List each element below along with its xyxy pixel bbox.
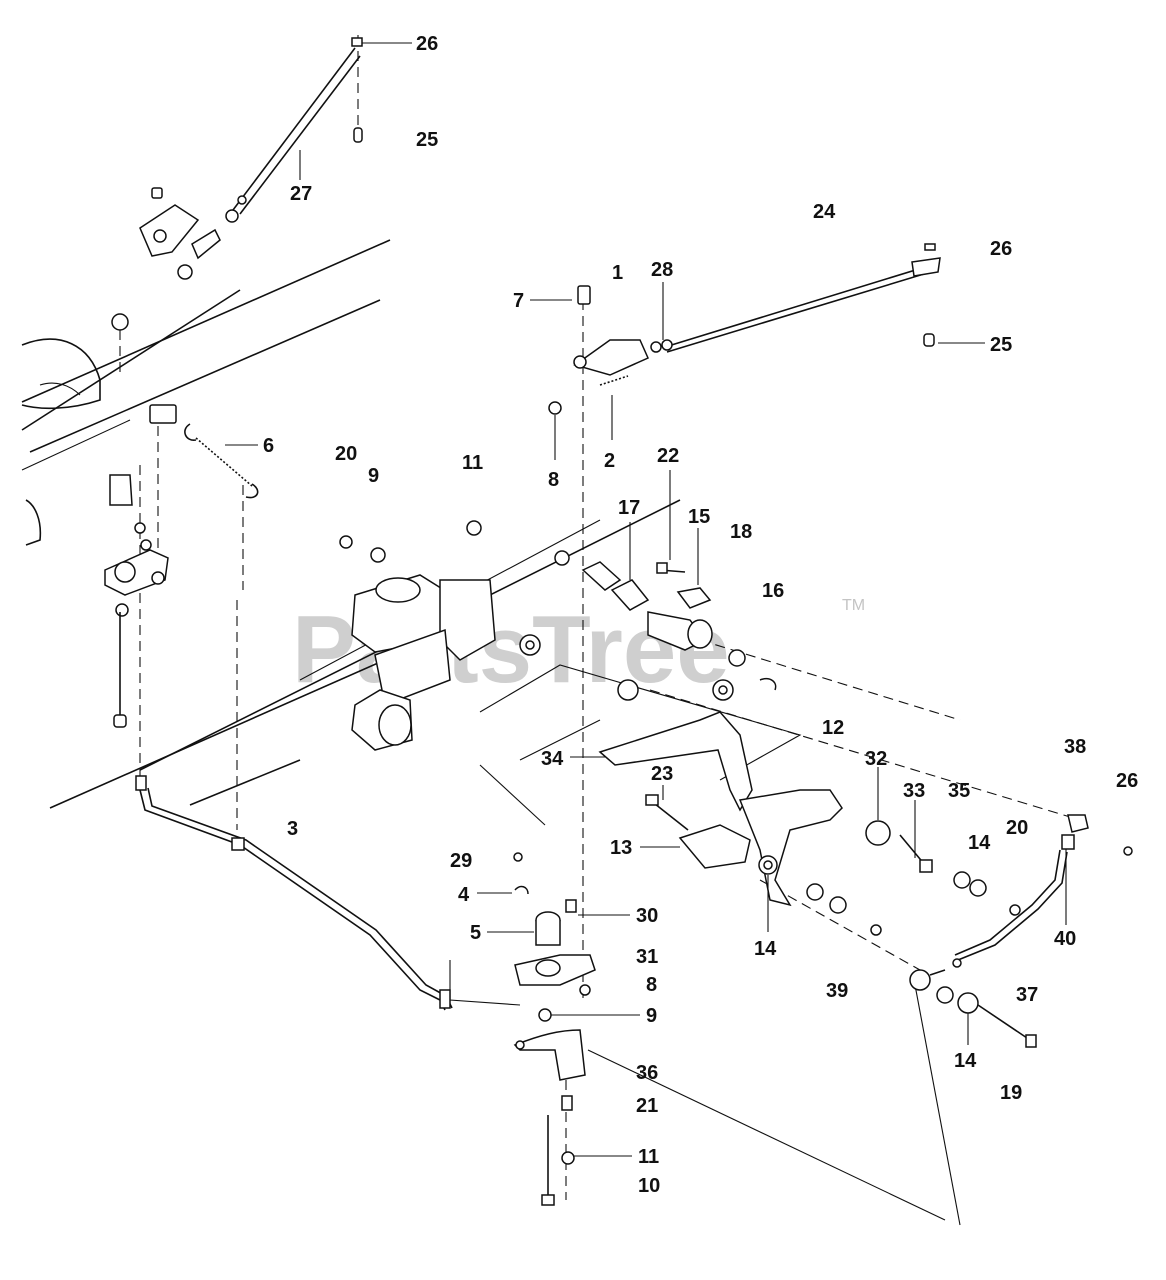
callout-4: 4 bbox=[458, 884, 470, 906]
callout-8-lower: 8 bbox=[646, 974, 657, 996]
callout-11-upper: 11 bbox=[462, 452, 483, 474]
callout-31: 31 bbox=[636, 946, 658, 968]
callout-37: 37 bbox=[1016, 984, 1038, 1006]
assembly-guides bbox=[119, 35, 1081, 1226]
callout-14-center: 14 bbox=[754, 938, 777, 960]
callout-25-top: 25 bbox=[416, 129, 438, 151]
callout-3: 3 bbox=[287, 818, 298, 840]
watermark-trademark: TM bbox=[842, 597, 865, 614]
callout-28: 28 bbox=[651, 259, 673, 281]
callout-34: 34 bbox=[541, 748, 564, 770]
callout-32: 32 bbox=[865, 748, 887, 770]
callout-9-upper: 9 bbox=[368, 465, 379, 487]
callout-12: 12 bbox=[822, 717, 844, 739]
callout-23: 23 bbox=[651, 763, 673, 785]
upper-control-rod bbox=[548, 243, 941, 415]
callout-19: 19 bbox=[1000, 1082, 1022, 1104]
callout-40: 40 bbox=[1054, 928, 1076, 950]
cross-shaft-assembly bbox=[554, 550, 777, 701]
callout-26-top: 26 bbox=[416, 33, 438, 55]
callout-26-right: 26 bbox=[990, 238, 1012, 260]
callout-36: 36 bbox=[636, 1062, 658, 1084]
callout-15: 15 bbox=[688, 506, 710, 528]
callout-30: 30 bbox=[636, 905, 658, 927]
right-linkage-rod bbox=[909, 814, 1133, 1048]
callout-10: 10 bbox=[638, 1175, 660, 1197]
callout-13: 13 bbox=[610, 837, 632, 859]
callout-17: 17 bbox=[618, 497, 640, 519]
callout-35: 35 bbox=[948, 780, 970, 802]
callout-14-right: 14 bbox=[968, 832, 991, 854]
callouts: 26 25 27 24 26 1 28 7 25 6 20 9 11 8 2 2… bbox=[225, 33, 1138, 1197]
lower-pedal-rod bbox=[135, 775, 453, 1011]
pedal-lever bbox=[598, 711, 1021, 936]
callout-21: 21 bbox=[636, 1095, 658, 1117]
callout-25-right: 25 bbox=[990, 334, 1012, 356]
lower-bushing-stack bbox=[513, 852, 596, 1206]
callout-2: 2 bbox=[604, 450, 615, 472]
callout-20-left: 20 bbox=[335, 443, 357, 465]
callout-7: 7 bbox=[513, 290, 524, 312]
callout-6: 6 bbox=[263, 435, 274, 457]
callout-24: 24 bbox=[813, 201, 836, 223]
callout-14-lower: 14 bbox=[954, 1050, 977, 1072]
callout-5: 5 bbox=[470, 922, 481, 944]
upper-brake-rod-assembly bbox=[139, 37, 363, 280]
callout-39: 39 bbox=[826, 980, 848, 1002]
callout-9-lower: 9 bbox=[646, 1005, 657, 1027]
callout-29: 29 bbox=[450, 850, 472, 872]
transmission-housing bbox=[339, 520, 541, 751]
callout-11-lower: 11 bbox=[638, 1146, 659, 1168]
callout-26-lower-right: 26 bbox=[1116, 770, 1138, 792]
callout-33: 33 bbox=[903, 780, 925, 802]
callout-20-right: 20 bbox=[1006, 817, 1028, 839]
callout-18: 18 bbox=[730, 521, 752, 543]
callout-27: 27 bbox=[290, 183, 312, 205]
return-spring bbox=[184, 423, 259, 499]
callout-22: 22 bbox=[657, 445, 679, 467]
callout-16: 16 bbox=[762, 580, 784, 602]
callout-8-upper: 8 bbox=[548, 469, 559, 491]
callout-1: 1 bbox=[612, 262, 623, 284]
callout-38: 38 bbox=[1064, 736, 1086, 758]
left-pedal-pivot bbox=[104, 313, 177, 728]
